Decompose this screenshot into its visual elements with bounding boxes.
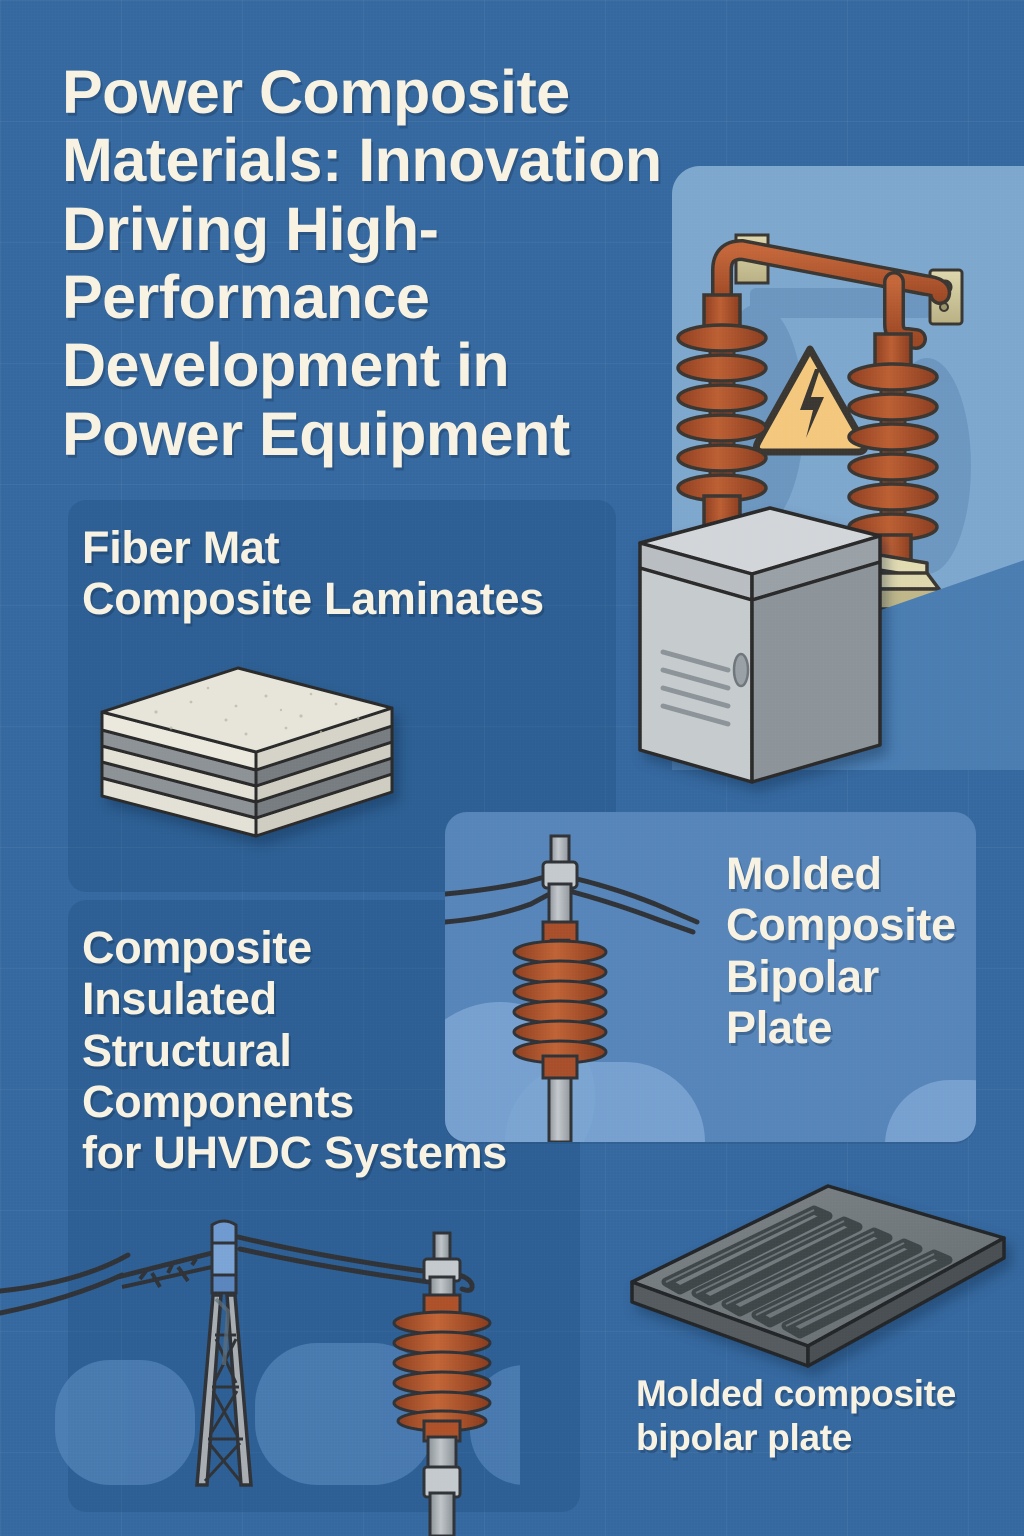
insulator-left: [676, 293, 768, 538]
plate-caption-line2: bipolar plate: [636, 1417, 853, 1459]
busbar: [714, 242, 948, 309]
laminate-stack-illustration: [100, 666, 394, 838]
plate-caption-line1: Molded composite: [636, 1373, 956, 1414]
cabinet-vents: [660, 649, 731, 727]
uhvdc-label-line1: Composite: [82, 922, 312, 973]
bipolar-label-line1: Molded: [726, 848, 882, 899]
insulator-sheds: [512, 939, 608, 1065]
plate-caption: Molded composite bipolar plate: [636, 1372, 1024, 1461]
composite-post-insulator: [392, 1231, 492, 1536]
bipolar-label: Molded Composite Bipolar Plate: [726, 848, 976, 1053]
bipolar-plate-scene-card: [445, 812, 976, 1142]
fiber-mat-label-line1: Fiber Mat: [82, 522, 280, 573]
cloud-shape: [885, 1080, 976, 1142]
fiber-mat-label-line2: Composite Laminates: [82, 573, 544, 625]
uhvdc-label-line2: Insulated: [82, 973, 277, 1025]
bipolar-label-line2: Composite: [726, 899, 956, 951]
molded-bipolar-plate-illustration: [630, 1184, 1006, 1368]
insulator-right: [847, 332, 939, 577]
uhvdc-label-line4: Components: [82, 1075, 354, 1127]
pole-post-insulator-illustration: [445, 834, 700, 1142]
plate-edge-right: [806, 1236, 1006, 1368]
cabinet-handle[interactable]: [732, 652, 750, 688]
laminate-top-face: [100, 666, 394, 754]
uhvdc-label: Composite Insulated Structural Component…: [82, 922, 582, 1178]
fiber-mat-label: Fiber Mat Composite Laminates: [82, 522, 622, 625]
cloud-shapes: [55, 1343, 520, 1485]
transmission-tower-scene: [0, 1219, 520, 1536]
uhvdc-label-line3: Structural: [82, 1024, 292, 1076]
overhead-conductors: [445, 871, 700, 935]
page-title: Power Composite Materials: Innovation Dr…: [62, 58, 662, 468]
uhvdc-label-line5: for UHVDC Systems: [82, 1127, 508, 1179]
bipolar-label-line3: Bipolar: [726, 950, 879, 1002]
lattice-tower: [117, 1219, 253, 1487]
fiber-speckle: [154, 686, 360, 736]
cabinet-side: [750, 560, 882, 784]
bipolar-label-line4: Plate: [726, 1001, 833, 1053]
electrical-enclosure-cabinet-illustration: [638, 506, 882, 784]
